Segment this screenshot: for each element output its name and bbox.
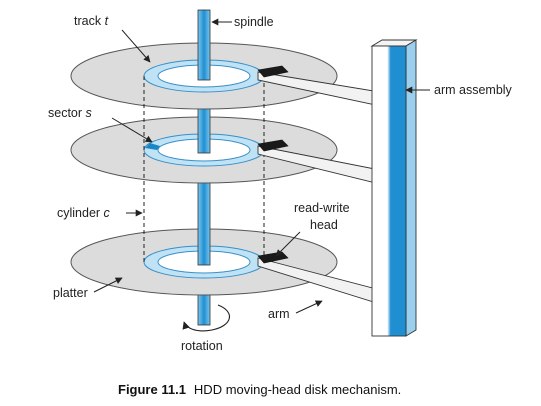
rotation-arrow bbox=[182, 304, 230, 332]
label-arm: arm bbox=[268, 307, 290, 321]
highlighted-sector bbox=[145, 143, 160, 150]
platter-leader bbox=[93, 277, 123, 293]
track-leader bbox=[121, 29, 151, 63]
read-write-leader bbox=[275, 231, 301, 257]
label-spindle: spindle bbox=[234, 15, 274, 29]
label-platter: platter bbox=[53, 286, 88, 300]
label-rotation: rotation bbox=[181, 339, 223, 353]
label-read-write-line2: head bbox=[310, 218, 338, 232]
label-sector: sector s bbox=[48, 106, 92, 120]
sector-leader bbox=[111, 117, 153, 143]
label-track: track t bbox=[74, 14, 109, 28]
arm-assembly-pillar bbox=[370, 39, 418, 337]
spindle-middle-2 bbox=[197, 169, 211, 266]
cylinder-outline bbox=[143, 76, 265, 262]
spindle-top bbox=[197, 9, 211, 81]
label-arm-assembly: arm assembly bbox=[434, 83, 513, 97]
read-write-head-top bbox=[257, 65, 289, 78]
label-cylinder: cylinder c bbox=[57, 206, 111, 220]
arm-leader bbox=[295, 300, 323, 314]
label-read-write-line1: read-write bbox=[294, 201, 350, 215]
read-write-head-middle bbox=[257, 139, 289, 152]
